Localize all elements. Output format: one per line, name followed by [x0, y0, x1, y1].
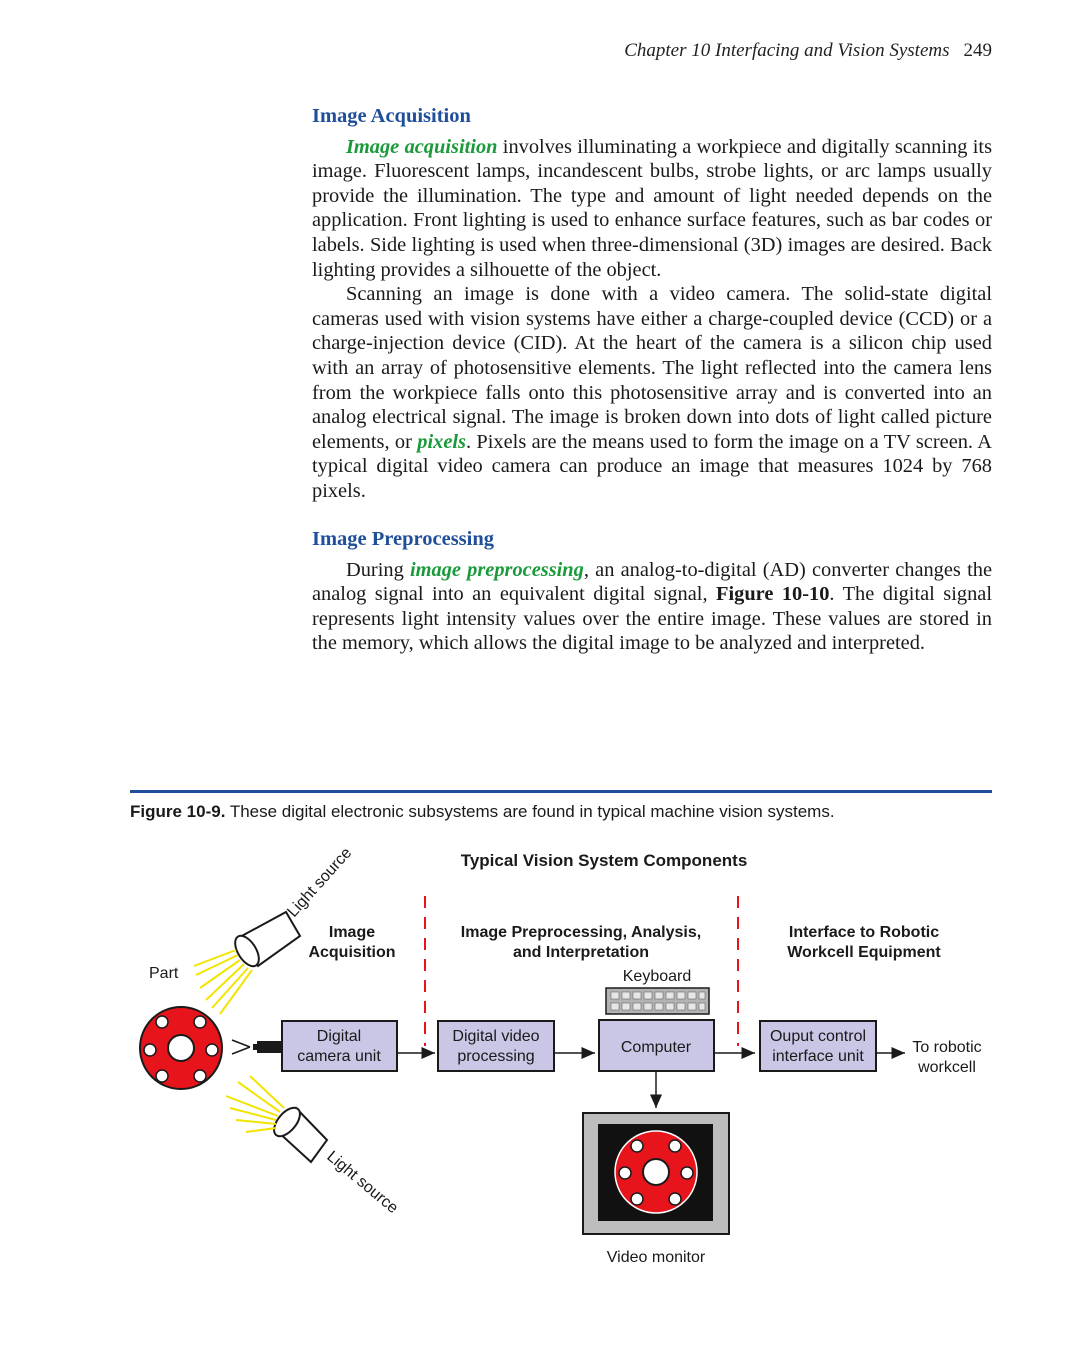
- page-number: 249: [963, 40, 993, 61]
- section-image-acquisition: Image Acquisition Image acquisition invo…: [312, 104, 992, 504]
- box-label: Digital video: [452, 1028, 539, 1045]
- diagram-title: Typical Vision System Components: [461, 851, 748, 870]
- key-term: pixels: [417, 430, 466, 453]
- section-label-processing: and Interpretation: [513, 944, 649, 961]
- paragraph: Image acquisition involves illuminating …: [312, 135, 992, 283]
- box-label: processing: [457, 1048, 534, 1065]
- section-label-acquisition: Acquisition: [308, 944, 395, 961]
- video-monitor-label: Video monitor: [607, 1249, 706, 1266]
- paragraph-text: Scanning an image is done with a video c…: [312, 283, 992, 453]
- box-label: Ouput control: [770, 1028, 866, 1045]
- paragraph-text: During: [346, 558, 410, 581]
- camera-lens-icon: [231, 1039, 282, 1055]
- caption-text: These digital electronic subsystems are …: [225, 802, 835, 821]
- box-label: Digital: [317, 1028, 361, 1045]
- to-robotic-label: workcell: [917, 1059, 976, 1076]
- to-robotic-label: To robotic: [912, 1039, 981, 1056]
- box-label: interface unit: [772, 1048, 864, 1065]
- key-term: Image acquisition: [346, 135, 498, 158]
- light-rays: [225, 1075, 285, 1133]
- computer-box: Computer: [598, 1019, 715, 1072]
- paragraph-text: , an analog-to-digital (AD) converter ch…: [312, 558, 992, 606]
- camera-unit-box: Digital camera unit: [281, 1020, 398, 1072]
- output-interface-box: Ouput control interface unit: [759, 1020, 877, 1072]
- light-source-label: Light source: [323, 1148, 401, 1217]
- section-label-acquisition: Image: [329, 924, 375, 941]
- section-label-interface: Workcell Equipment: [787, 944, 941, 961]
- keyboard-icon: [605, 987, 710, 1015]
- box-label: camera unit: [297, 1048, 381, 1065]
- figure-rule: [130, 790, 992, 793]
- video-processing-box: Digital video processing: [437, 1020, 555, 1072]
- key-term: image preprocessing: [409, 558, 584, 581]
- figure-caption: Figure 10-9. These digital electronic su…: [130, 802, 1010, 822]
- section-label-interface: Interface to Robotic: [789, 924, 939, 941]
- light-source-icon: [234, 910, 302, 968]
- section-label-processing: Image Preprocessing, Analysis,: [461, 924, 701, 941]
- running-head: Chapter 10 Interfacing and Vision System…: [624, 40, 992, 62]
- part-disc-icon: [139, 1006, 223, 1090]
- box-label: Computer: [621, 1039, 692, 1056]
- caption-label: Figure 10-9.: [130, 802, 226, 821]
- paragraph-text: . Pixels are the means used to form the …: [312, 430, 992, 502]
- paragraph: During image preprocessing, an analog-to…: [312, 558, 992, 656]
- video-monitor-icon: [582, 1112, 730, 1235]
- paragraph-text: . The digital signal represents light in…: [312, 583, 993, 655]
- section-heading: Image Preprocessing: [312, 528, 495, 550]
- paragraph: Scanning an image is done with a video c…: [312, 282, 992, 503]
- light-rays: [193, 949, 253, 1015]
- part-label: Part: [149, 965, 179, 982]
- light-source-label: Light source: [284, 844, 355, 920]
- section-image-preprocessing: Image Preprocessing During image preproc…: [312, 527, 992, 656]
- section-heading: Image Acquisition: [312, 105, 471, 127]
- light-source-icon: [273, 1106, 329, 1164]
- figure-reference: Figure 10-10: [716, 583, 830, 606]
- keyboard-label: Keyboard: [623, 968, 692, 985]
- chapter-title: Chapter 10 Interfacing and Vision System…: [624, 40, 950, 61]
- paragraph-text: involves illuminating a workpiece and di…: [312, 135, 992, 281]
